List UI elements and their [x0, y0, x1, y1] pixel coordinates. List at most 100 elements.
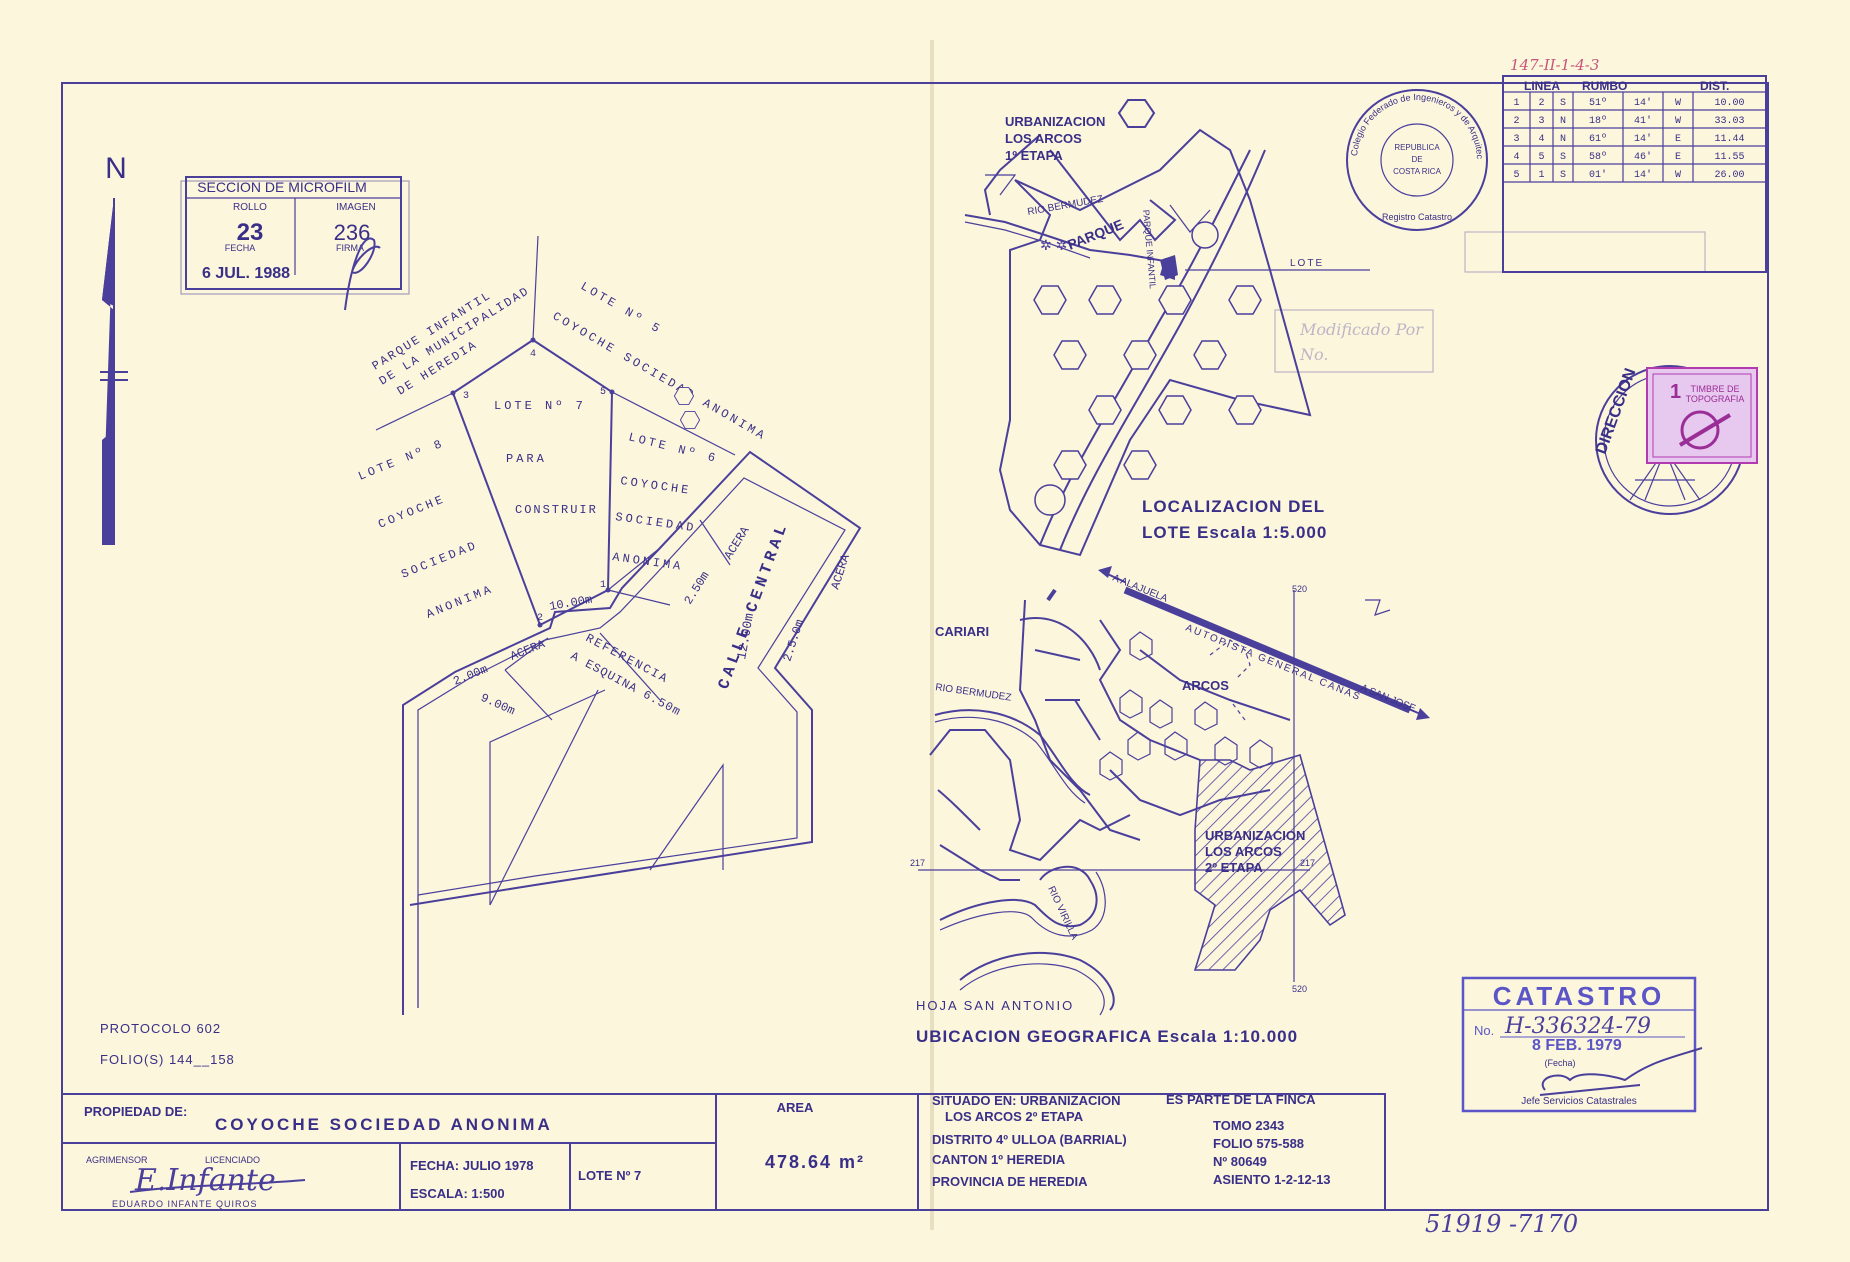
bearings-cell: 33.03 — [1714, 116, 1744, 127]
bearings-cell: N — [1560, 116, 1566, 127]
bearings-cell: 14' — [1634, 133, 1652, 145]
catastro-fecha-label: (Fecha) — [1544, 1058, 1575, 1068]
north-label: N — [105, 152, 127, 185]
microfilm-signature — [344, 237, 381, 311]
ubicacion-map — [918, 566, 1430, 1016]
faded-stamps: Modificado Por No. — [1274, 231, 1706, 373]
area-value: 478.64 m² — [765, 1152, 865, 1172]
bearings-cell: 11.55 — [1714, 152, 1744, 163]
finca-label: ES PARTE DE LA FINCA — [1166, 1092, 1316, 1107]
loc-rio-label: RIO BERMUDEZ — [1027, 194, 1104, 218]
propiedad-label: PROPIEDAD DE: — [84, 1104, 187, 1119]
imagen-label: IMAGEN — [336, 202, 375, 213]
acera-right-label: ACERA — [828, 552, 853, 591]
bearings-cell: S — [1560, 98, 1566, 109]
north-arrow: N — [100, 152, 128, 545]
bearings-cell: 14' — [1634, 169, 1652, 181]
lote7-label-2: PARA — [506, 452, 547, 466]
bottom-annotation: 51919 -7170 — [1425, 1210, 1578, 1238]
lote8-label-4: ANONIMA — [424, 582, 495, 622]
bearings-cell: S — [1560, 152, 1566, 163]
ubi-grid-right: 217 — [1300, 858, 1315, 868]
ubi-rio-virilla: RIO VIRILLA — [1045, 885, 1080, 942]
seal-bottom: Registro Catastro — [1382, 212, 1452, 222]
bearings-cell: 51º — [1589, 98, 1607, 109]
dim-9m: 9.00m — [478, 691, 517, 718]
loc-parque-label: PARQUE — [1065, 216, 1126, 253]
bearings-cell: 14' — [1634, 97, 1652, 109]
microfilm-title: SECCION DE MICROFILM — [197, 179, 367, 195]
catastro-jefe: Jefe Servicios Catastrales — [1521, 1096, 1637, 1107]
bearings-cell: 3 — [1513, 134, 1519, 145]
timbre-value: 1 — [1670, 381, 1681, 403]
finca-folio: FOLIO 575-588 — [1213, 1136, 1304, 1151]
ubi-caption: UBICACION GEOGRAFICA Escala 1:10.000 — [916, 1027, 1298, 1046]
rollo-label: ROLLO — [233, 202, 267, 213]
ubi-grid-top: 520 — [1292, 584, 1307, 594]
timbre-line-2: TOPOGRAFIA — [1686, 394, 1745, 404]
catastro-stamp: CATASTRO No. H-336324-79 8 FEB. 1979 (Fe… — [1461, 976, 1703, 1113]
fecha-label: FECHA — [225, 243, 256, 253]
bearings-cell: N — [1560, 134, 1566, 145]
localizacion-hexes: ✲ ✲ — [1033, 221, 1262, 516]
bearings-cell: 1 — [1513, 98, 1519, 109]
lot-plan-labels: PARQUE INFANTIL DE LA MUNICIPALIDAD DE H… — [356, 279, 853, 719]
ubi-urb-1: URBANIZACION — [1205, 828, 1305, 843]
header-dist: DIST. — [1700, 79, 1729, 93]
bearings-cell: 58º — [1589, 152, 1607, 163]
loc-caption-1: LOCALIZACION DEL — [1142, 497, 1325, 516]
timbre-line-1: TIMBRE DE — [1690, 384, 1739, 394]
header-linea: LINEA — [1524, 79, 1560, 93]
vertex-4: 4 — [530, 349, 536, 360]
bearings-cell: 5 — [1538, 152, 1544, 163]
vertex-1: 1 — [600, 580, 606, 591]
dim-2-5m-right: 2.5.0m — [780, 618, 807, 663]
catastro-date: 8 FEB. 1979 — [1532, 1037, 1622, 1054]
loc-urb-3: 1º ETAPA — [1005, 148, 1063, 163]
dim-2-00m: 2.00m — [451, 662, 490, 688]
bearings-cell: 2 — [1538, 98, 1544, 109]
bearings-cell: W — [1675, 170, 1681, 181]
lote6-label-4: ANONIMA — [611, 550, 684, 574]
situado-line-5: PROVINCIA DE HEREDIA — [932, 1174, 1088, 1189]
lote6-label-1: LOTE Nº 6 — [627, 430, 719, 466]
top-annotation: 147-II-1-4-3 — [1510, 56, 1599, 74]
bearings-cell: 5 — [1513, 170, 1519, 181]
protocolo: PROTOCOLO 602 — [100, 1021, 221, 1036]
bearings-cell: 10.00 — [1714, 98, 1744, 109]
ubi-urb-2: LOS ARCOS — [1205, 844, 1282, 859]
loc-urb-1: URBANIZACION — [1005, 114, 1105, 129]
modificado-stamp-2: No. — [1299, 345, 1328, 364]
lote8-label-2: COYOCHE — [376, 492, 447, 532]
bearings-cell: 46' — [1634, 151, 1652, 163]
folio: FOLIO(S) 144__158 — [100, 1052, 235, 1067]
finca-tomo: TOMO 2343 — [1213, 1118, 1284, 1133]
catastro-title: CATASTRO — [1493, 981, 1666, 1011]
acera-left-label: ACERA — [508, 637, 547, 664]
lote6-label-2: COYOCHE — [619, 474, 692, 498]
catastro-number: H-336324-79 — [1504, 1014, 1651, 1039]
acera-label: ACERA — [722, 523, 753, 562]
vertex-3: 3 — [463, 391, 469, 402]
lot-plan — [375, 235, 862, 1015]
bearings-cell: 61º — [1589, 134, 1607, 145]
vertex-5: 5 — [600, 387, 606, 398]
bearings-cell: 01' — [1589, 169, 1607, 181]
loc-urb-2: LOS ARCOS — [1005, 131, 1082, 146]
seal-inner-1: REPUBLICA — [1394, 143, 1440, 152]
dim-2-50m: 2.50m — [682, 569, 713, 607]
ubi-urb-3: 2º ETAPA — [1205, 860, 1263, 875]
title-block — [62, 1093, 1386, 1210]
loc-lote-label: LOTE — [1290, 258, 1324, 269]
situado-line-2: LOS ARCOS 2º ETAPA — [945, 1109, 1084, 1124]
firma-label: FIRMA — [336, 243, 364, 253]
finca-numero: Nº 80649 — [1213, 1154, 1267, 1169]
vertex-2: 2 — [537, 613, 543, 624]
bearings-cell: 4 — [1513, 152, 1519, 163]
bearings-cell: W — [1675, 98, 1681, 109]
bearings-cell: 3 — [1538, 116, 1544, 127]
lote-value: LOTE Nº 7 — [578, 1168, 641, 1183]
escala-value: ESCALA: 1:500 — [410, 1186, 505, 1201]
